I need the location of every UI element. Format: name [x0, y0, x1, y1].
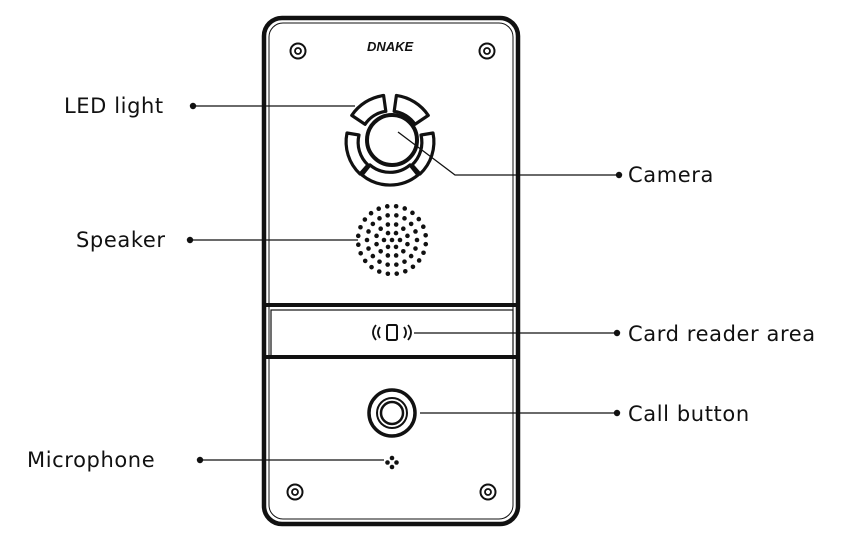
device-outer-frame [261, 15, 521, 527]
speaker-hole [376, 206, 382, 211]
speaker-hole [393, 230, 399, 236]
camera-lens [365, 113, 419, 167]
speaker-hole [358, 224, 363, 230]
speaker-hole [405, 233, 410, 239]
speaker-hole [402, 206, 408, 211]
speaker-hole [402, 259, 407, 264]
speaker-hole [423, 241, 429, 247]
screw-icon-top-left [289, 42, 307, 60]
speaker-hole [385, 253, 391, 258]
speaker-hole [408, 253, 414, 259]
speaker-hole [394, 262, 399, 267]
speaker-hole [378, 226, 383, 231]
speaker-hole [393, 203, 399, 209]
callout-speaker [186, 236, 358, 244]
speaker-hole [368, 210, 374, 216]
speaker-hole [370, 253, 376, 259]
label-card-reader-area: Card reader area [628, 322, 816, 346]
speaker-hole [369, 264, 374, 270]
speaker-hole [394, 271, 400, 276]
speaker-hole [384, 204, 390, 209]
speaker-hole [377, 259, 382, 264]
speaker-hole [356, 242, 361, 248]
speaker-hole [413, 246, 418, 251]
speaker-hole [410, 264, 416, 270]
speaker-hole [381, 237, 387, 243]
speaker-hole [405, 241, 410, 247]
card-reader-outer [262, 303, 520, 359]
brand-logo: DNAKE [367, 39, 414, 54]
speaker-hole [414, 237, 420, 243]
callout-led-light [189, 102, 355, 110]
speaker-hole [355, 233, 361, 239]
label-camera: Camera [628, 163, 714, 187]
card-reader-area [262, 303, 520, 359]
speaker-hole [393, 244, 399, 250]
nfc-card-icon [372, 324, 412, 341]
speaker-hole [362, 217, 368, 222]
speaker-hole [393, 253, 399, 258]
label-call-button: Call button [628, 402, 750, 426]
speaker-hole [366, 229, 371, 234]
device-body [261, 15, 521, 527]
screw-icon-top-right [478, 42, 496, 60]
callout-card-reader [414, 329, 621, 337]
speaker-hole [374, 241, 379, 247]
speaker-hole [421, 250, 426, 256]
speaker-hole [377, 216, 382, 221]
speaker-hole [385, 244, 391, 250]
label-speaker: Speaker [76, 228, 166, 252]
label-microphone: Microphone [27, 448, 155, 472]
speaker-hole [364, 237, 370, 243]
speaker-hole [402, 269, 408, 274]
speaker-hole [402, 216, 407, 221]
speaker-hole [366, 246, 371, 251]
speaker-hole [385, 262, 390, 267]
microphone-grille-icon [385, 455, 399, 470]
speaker-hole [401, 226, 406, 231]
screw-icon-bottom-left [286, 483, 304, 501]
speaker-hole [413, 229, 418, 234]
speaker-hole [416, 216, 422, 222]
label-led-light: LED light [64, 94, 164, 118]
callout-call-button [420, 409, 621, 417]
speaker-hole [376, 269, 382, 274]
speaker-hole [385, 213, 390, 218]
speaker-hole [385, 271, 391, 277]
speaker-hole [362, 258, 368, 264]
speaker-hole [385, 222, 391, 227]
led-light-ring [344, 93, 436, 187]
callout-microphone [196, 456, 384, 464]
speaker-hole [358, 250, 364, 256]
speaker-hole [374, 233, 379, 239]
speaker-hole [393, 222, 399, 227]
speaker-hole [421, 224, 426, 230]
speaker-hole [394, 213, 399, 218]
speaker-hole [389, 237, 395, 243]
speaker-hole [423, 232, 428, 238]
speaker-hole [408, 221, 414, 227]
speaker-grille [355, 203, 429, 277]
speaker-hole [378, 249, 383, 254]
device-inner-frame [268, 22, 514, 520]
speaker-hole [397, 237, 403, 243]
speaker-hole [401, 249, 406, 254]
callout-camera [397, 131, 623, 179]
speaker-hole [410, 210, 415, 216]
call-button[interactable] [367, 388, 417, 438]
speaker-hole [385, 230, 391, 236]
speaker-hole [416, 258, 422, 263]
speaker-hole [370, 221, 376, 227]
screw-icon-bottom-right [479, 483, 497, 501]
